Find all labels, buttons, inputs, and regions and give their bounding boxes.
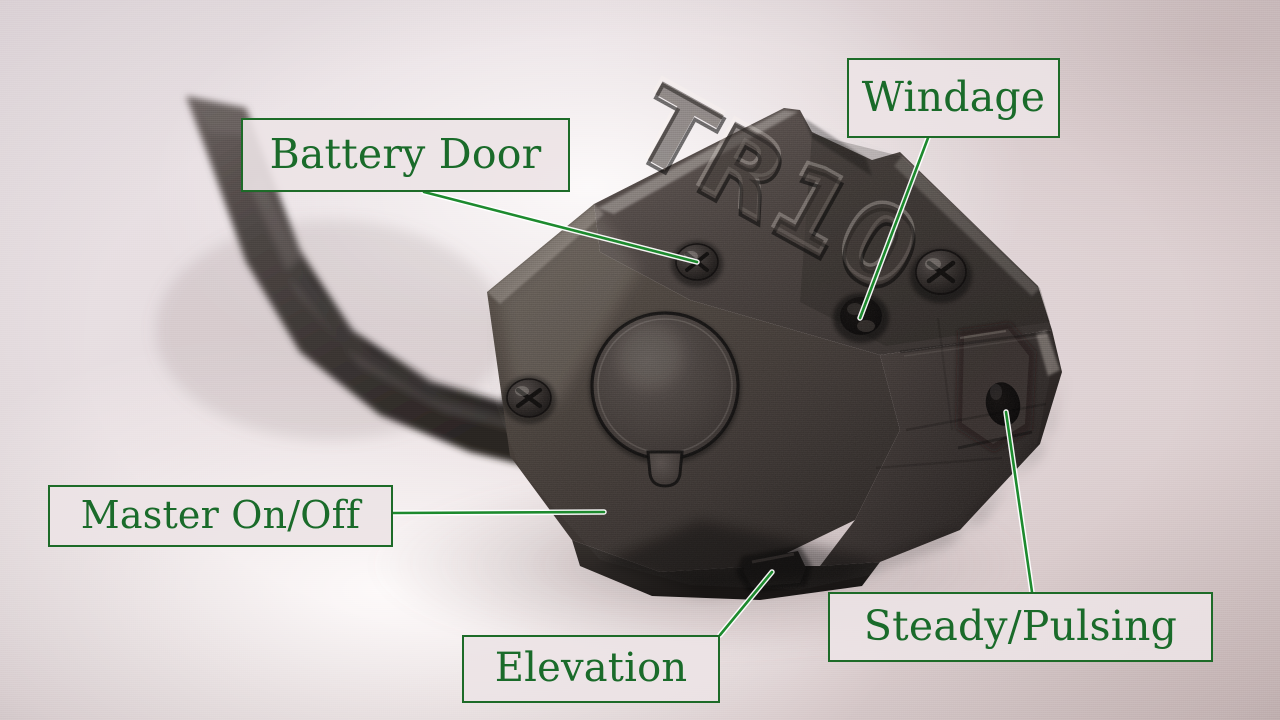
callout-steady-pulsing[interactable]: Steady/Pulsing bbox=[828, 592, 1213, 662]
leader-elevation bbox=[718, 570, 774, 637]
callout-windage[interactable]: Windage bbox=[847, 58, 1060, 138]
callout-elevation-label: Elevation bbox=[494, 645, 688, 691]
leader-steady-pulsing bbox=[1004, 410, 1034, 594]
housing-core-shadow bbox=[600, 372, 1062, 592]
callout-steady-pulsing-label: Steady/Pulsing bbox=[863, 601, 1178, 650]
callout-battery-door[interactable]: Battery Door bbox=[241, 118, 570, 192]
callout-master-on-off-label: Master On/Off bbox=[80, 493, 361, 537]
callout-windage-label: Windage bbox=[861, 72, 1046, 121]
leader-windage bbox=[858, 136, 930, 320]
callout-elevation[interactable]: Elevation bbox=[462, 635, 720, 703]
leader-battery-door bbox=[422, 190, 699, 264]
leader-master-onoff bbox=[391, 510, 606, 515]
callout-master-on-off[interactable]: Master On/Off bbox=[48, 485, 393, 547]
callout-battery-door-label: Battery Door bbox=[269, 129, 542, 178]
